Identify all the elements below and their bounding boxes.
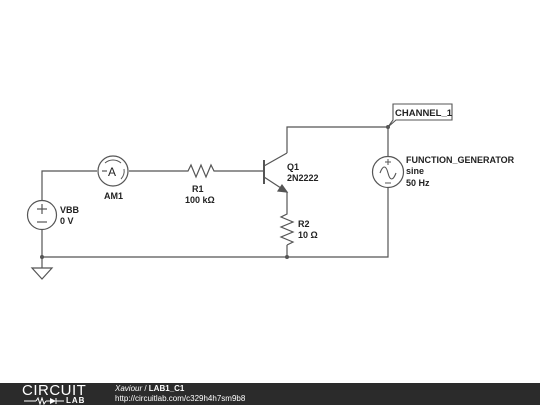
r1-name-label: R1 xyxy=(192,184,204,194)
function-generator[interactable] xyxy=(371,155,405,189)
schematic-canvas: VBB 0 V A AM1 R1 100 kΩ Q1 2N2222 R2 10 … xyxy=(26,103,515,280)
transistor-q1[interactable] xyxy=(263,152,289,193)
ammeter-am1[interactable] xyxy=(97,155,129,187)
junction-ground xyxy=(40,255,44,259)
author-name[interactable]: Xaviour xyxy=(115,384,143,393)
ammeter-symbol-letter: A xyxy=(108,165,116,179)
vbb-name-label: VBB xyxy=(60,205,80,215)
ground-symbol xyxy=(30,267,54,280)
sine-wave-icon xyxy=(379,166,397,180)
fg-waveform-label: sine xyxy=(406,166,424,176)
q1-name-label: Q1 xyxy=(287,162,299,172)
vbb-source[interactable] xyxy=(26,199,58,231)
author-title-line: Xaviour / LAB1_C1 xyxy=(115,384,184,394)
q1-model-label: 2N2222 xyxy=(287,173,319,183)
circuit-title[interactable]: LAB1_C1 xyxy=(148,384,185,393)
fg-name-label: FUNCTION_GENERATOR xyxy=(406,155,515,165)
wire-ground-rail xyxy=(41,188,389,258)
circuitlab-logo-text: CIRCUIT xyxy=(22,382,87,399)
logo-lab-text: LAB xyxy=(66,396,86,405)
circuitlab-logo-lab: LAB xyxy=(22,396,94,405)
r1-value-label: 100 kΩ xyxy=(185,195,215,205)
circuit-line-icon xyxy=(24,397,64,405)
fg-frequency-label: 50 Hz xyxy=(406,178,430,188)
wire-collector-fg xyxy=(286,126,389,156)
junction-r2-ground xyxy=(285,255,289,259)
vbb-value-label: 0 V xyxy=(60,216,74,226)
probe-channel-1[interactable]: CHANNEL_1 xyxy=(387,103,453,128)
wires xyxy=(41,126,389,268)
resistor-r1[interactable] xyxy=(185,163,216,179)
probe-label: CHANNEL_1 xyxy=(395,108,453,119)
r2-name-label: R2 xyxy=(298,219,310,229)
r2-value-label: 10 Ω xyxy=(298,230,318,240)
wire-vbb-am1 xyxy=(41,170,97,200)
circuit-url[interactable]: http://circuitlab.com/c329h4h7sm9b8 xyxy=(115,394,246,403)
footer-bar: CIRCUIT LAB Xaviour / LAB1_C1 http://cir… xyxy=(0,383,540,405)
title-separator: / xyxy=(142,384,149,393)
am1-name-label: AM1 xyxy=(104,191,123,201)
probe-flag xyxy=(387,103,453,128)
resistor-r2[interactable] xyxy=(279,211,295,246)
